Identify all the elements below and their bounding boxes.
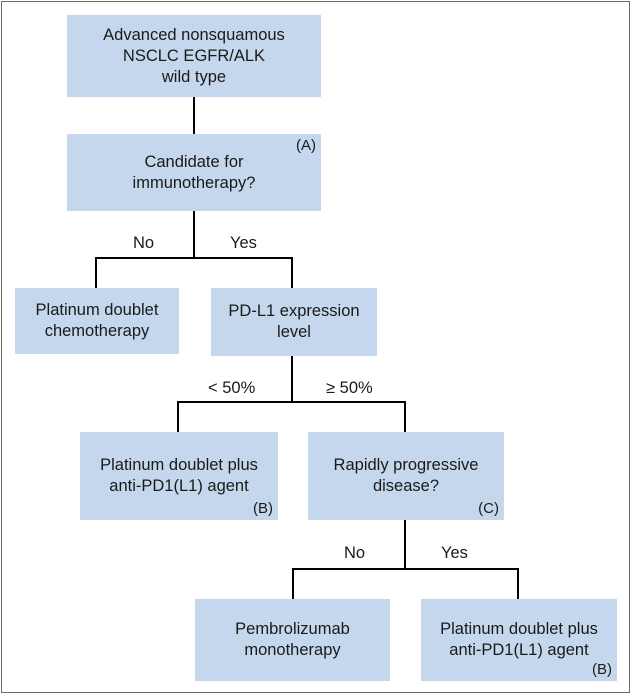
node-rapid: Rapidly progressive disease? (C) bbox=[308, 432, 504, 520]
node-start-text: Advanced nonsquamous NSCLC EGFR/ALK wild… bbox=[103, 25, 285, 86]
edge-label-no-1: No bbox=[133, 234, 155, 252]
edge-label-yes-2: Yes bbox=[441, 544, 468, 562]
node-rapid-text: Rapidly progressive disease? bbox=[333, 456, 479, 495]
node-start: Advanced nonsquamous NSCLC EGFR/ALK wild… bbox=[67, 15, 321, 97]
node-pembro-text: Pembrolizumab monotherapy bbox=[235, 620, 350, 659]
connector-pdl1-split bbox=[177, 401, 406, 432]
node-candidate-text: Candidate for immunotherapy? bbox=[132, 152, 256, 192]
node-platinum-plus-1-tag: (B) bbox=[253, 500, 273, 517]
node-platinum-chemo: Platinum doublet chemotherapy bbox=[15, 288, 179, 354]
edge-label-no-2: No bbox=[344, 544, 366, 562]
edge-label-yes-1: Yes bbox=[230, 234, 257, 252]
node-pembro: Pembrolizumab monotherapy bbox=[195, 599, 390, 681]
node-platinum-plus-1-text: Platinum doublet plus anti-PD1(L1) agent bbox=[100, 456, 258, 495]
node-platinum-chemo-text: Platinum doublet chemotherapy bbox=[35, 301, 159, 340]
node-rapid-tag: (C) bbox=[478, 500, 499, 517]
edge-label-ge50: ≥ 50% bbox=[326, 379, 373, 397]
node-pdl1-text: PD-L1 expression level bbox=[228, 302, 360, 341]
node-platinum-plus-1: Platinum doublet plus anti-PD1(L1) agent… bbox=[80, 432, 278, 520]
node-platinum-plus-2-text: Platinum doublet plus anti-PD1(L1) agent bbox=[440, 620, 598, 659]
edge-label-lt50: < 50% bbox=[208, 379, 256, 397]
connector-rapid-split bbox=[292, 568, 519, 599]
node-platinum-plus-2-tag: (B) bbox=[592, 661, 612, 678]
node-platinum-plus-2: Platinum doublet plus anti-PD1(L1) agent… bbox=[421, 599, 617, 681]
node-pdl1: PD-L1 expression level bbox=[211, 288, 377, 356]
node-candidate-tag: (A) bbox=[296, 137, 316, 154]
node-candidate: Candidate for immunotherapy? (A) bbox=[67, 134, 321, 211]
connector-candidate-split bbox=[95, 257, 293, 288]
